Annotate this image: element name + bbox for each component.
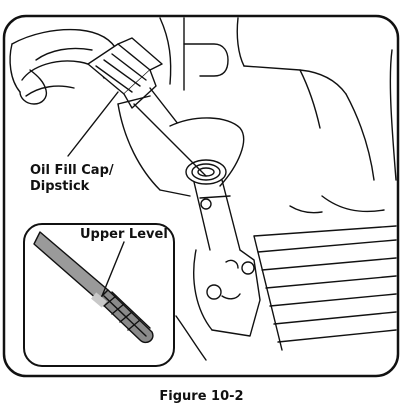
dipstick-label-line1: Oil Fill Cap/ <box>30 163 114 178</box>
dipstick-label-line2: Dipstick <box>30 179 90 194</box>
figure-caption: Figure 10-2 <box>0 389 403 404</box>
upper-level-label: Upper Level <box>80 227 168 242</box>
